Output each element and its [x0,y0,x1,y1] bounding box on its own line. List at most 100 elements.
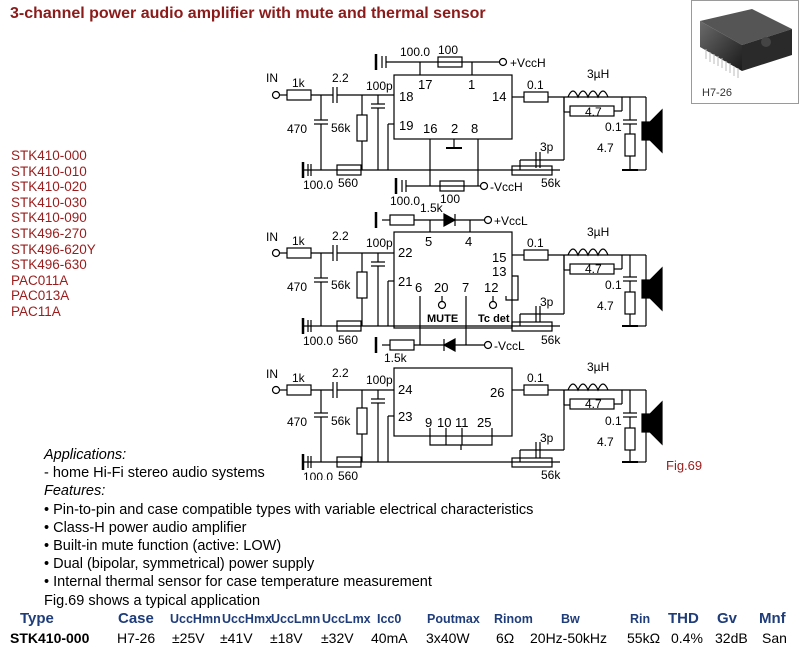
resistor-56k-fb [511,165,553,176]
channel-1-circuit [271,54,663,194]
tc-det-terminal[interactable] [488,300,498,310]
feature-text: Built-in mute function (active: LOW) [53,538,282,555]
resistor-56k [356,271,368,299]
ic-block-3 [393,367,513,437]
resistor-1k [286,247,312,259]
label-100-top: 100 [438,43,458,57]
vee-terminal [479,181,489,191]
resistor-56k-fb [511,457,553,468]
resistor-560 [336,456,362,468]
label-470: 470 [287,280,307,294]
table-header: UccHmx [222,612,273,626]
label-2.2: 2.2 [332,229,349,243]
label-0.1-zob: 0.1 [605,414,622,428]
schematic-diagram: IN 1k 2.2 100p 56k 470 100.0 560 18 19 1… [266,43,663,480]
pin-14: 14 [492,89,506,104]
table-header: Mnf [759,610,786,627]
label-3p: 3p [540,140,554,154]
pin-26: 26 [490,385,504,400]
table-cell: 40mA [371,630,408,646]
label-4.7-par: 4.7 [585,262,602,276]
pin-9: 9 [425,415,432,430]
label-100.0-top: 100.0 [400,45,430,59]
feature-text: Pin-to-pin and case compatible types wit… [53,501,534,518]
pin-19: 19 [399,118,413,133]
table-header: Icc0 [377,612,402,626]
feature-item: • Class-H power audio amplifier [44,519,247,536]
pin-17: 17 [418,77,432,92]
applications-heading: Applications: [44,447,127,463]
pin-15: 15 [492,250,506,265]
mute-label: MUTE [427,313,458,325]
label-56k-fb: 56k [541,176,561,190]
diode-icon [443,212,457,228]
label-100p: 100p [366,236,393,250]
table-cell: ±32V [321,630,354,646]
vcc-terminal [483,215,493,225]
table-header: UccLmx [322,612,371,626]
label-100.0: 100.0 [303,470,333,480]
part-number: STK410-030 [11,194,87,210]
table-cell: ±25V [172,630,205,646]
label-0.1: 0.1 [527,236,544,250]
resistor-1.5k-neg [389,339,415,351]
table-cell: 32dB [715,630,748,646]
channel-2-circuit [271,212,663,353]
part-number: STK410-020 [11,179,87,195]
pin-12: 12 [484,280,498,295]
input-terminal [271,90,281,100]
table-cell: 6Ω [496,630,515,646]
spec-table: Type Case UccHmn UccHmx UccLmn UccLmx Ic… [0,610,799,651]
label-560: 560 [338,333,358,347]
pin-16: 16 [423,121,437,136]
pin-18: 18 [399,89,413,104]
resistor-100 [437,56,463,68]
part-number: STK410-010 [11,163,87,179]
vcc-label: +VccL [494,214,528,228]
ic-block-1 [393,74,513,140]
pin-23: 23 [398,409,412,424]
table-header: Poutmax [427,612,480,626]
speaker-icon [641,121,651,141]
resistor-56k [356,407,368,435]
label-100p: 100p [366,79,393,93]
pin-20: 20 [434,280,448,295]
label-100.0-bot: 100.0 [390,194,420,208]
feature-text: Dual (bipolar, symmetrical) power supply [53,556,315,573]
label-3uH: 3µH [587,225,609,239]
pin-5: 5 [425,234,432,249]
vee-terminal [483,340,493,350]
feature-item: • Dual (bipolar, symmetrical) power supp… [44,556,315,573]
table-header: Case [118,610,154,627]
table-header: Rin [630,612,651,626]
label-1k: 1k [292,371,306,385]
figure-reference: Fig.69 shows a typical application [44,592,261,609]
resistor-100-neg [439,180,465,192]
mute-terminal[interactable] [437,300,447,310]
vee-label: -VccL [494,339,525,353]
resistor-zobel [624,133,636,157]
table-cell: 20Hz-50kHz [530,630,608,646]
channel-3-circuit [271,367,663,470]
label-0.1: 0.1 [527,371,544,385]
sip-package-icon [700,9,792,78]
part-number: PAC11A [11,303,61,319]
input-label: IN [266,71,278,85]
table-header: Bw [561,612,580,626]
pin-24: 24 [398,382,412,397]
vcc-label: +VccH [510,56,546,70]
label-56k-fb: 56k [541,468,561,480]
label-56k: 56k [331,414,351,428]
package-label: H7-26 [702,87,732,99]
resistor-0.1 [523,384,549,396]
table-cell: H7-26 [117,630,156,646]
part-number: STK496-620Y [11,241,96,257]
table-cell: 3x40W [426,630,470,646]
part-number: STK496-270 [11,225,87,241]
inductor-3uH [567,383,609,392]
label-3uH: 3µH [587,360,609,374]
label-3uH: 3µH [587,67,609,81]
pin-25: 25 [477,415,491,430]
table-cell: ±18V [270,630,303,646]
part-number-list: STK410-000 STK410-010 STK410-020 STK410-… [11,148,96,320]
